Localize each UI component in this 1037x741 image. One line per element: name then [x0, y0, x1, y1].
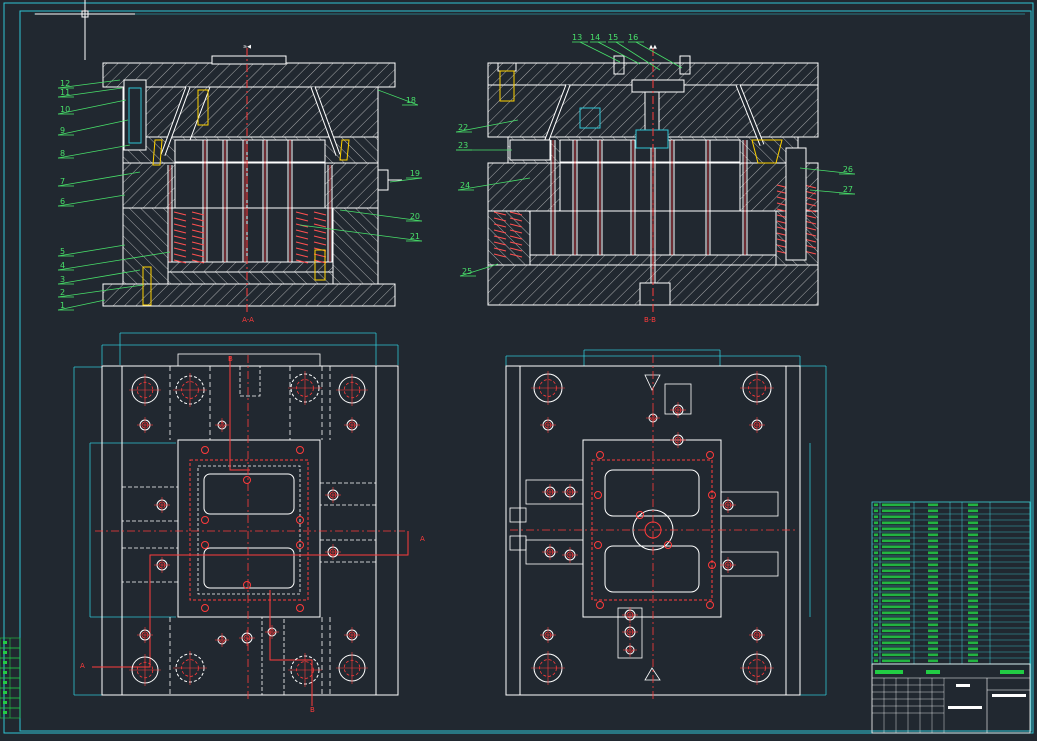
part-balloon: 9	[60, 126, 65, 135]
part-balloon: 7	[60, 177, 65, 186]
fixed-half-plan-view	[505, 349, 827, 700]
part-balloon: 13	[572, 33, 582, 42]
part-balloon: 1	[60, 301, 65, 310]
part-balloon: 26	[843, 165, 853, 174]
section-b-b-view: ▲▲ B-B	[487, 44, 819, 324]
part-balloon: 3	[60, 275, 65, 284]
part-balloon: 24	[460, 181, 470, 190]
cut-b-label-top: B	[228, 355, 233, 363]
part-balloon: 8	[60, 149, 65, 158]
part-balloon: 11	[60, 88, 70, 97]
part-balloon: 25	[462, 267, 472, 276]
section-b-label: B-B	[644, 316, 656, 324]
cut-a-label-left: A	[80, 662, 85, 670]
cad-crosshair-cursor	[35, 0, 135, 60]
section-a-label: A-A	[242, 316, 254, 324]
part-balloon: 4	[60, 261, 65, 270]
svg-text:≥◀: ≥◀	[243, 44, 251, 50]
part-balloon: 21	[410, 232, 420, 241]
part-balloon: 14	[590, 33, 600, 42]
cut-a-label-right: A	[420, 535, 425, 543]
part-balloon: 20	[410, 212, 420, 221]
part-balloon: 16	[628, 33, 638, 42]
svg-text:▲▲: ▲▲	[649, 44, 657, 50]
bill-of-materials-table	[871, 501, 1031, 734]
part-balloon: 22	[458, 123, 468, 132]
part-balloon: 6	[60, 197, 65, 206]
part-balloon: 2	[60, 288, 65, 297]
part-balloon: 10	[60, 105, 70, 114]
part-balloon: 27	[843, 185, 853, 194]
part-balloon: 18	[406, 96, 416, 105]
drawing-frame	[3, 2, 1034, 734]
part-balloon: 5	[60, 247, 65, 256]
part-balloon: 19	[410, 169, 420, 178]
part-balloon: 23	[458, 141, 468, 150]
left-side-strip	[0, 637, 21, 719]
section-a-a-view: ≥◀ A-A	[102, 44, 402, 324]
moving-half-plan-view: A A B B	[73, 332, 425, 714]
part-balloon: 12	[60, 79, 70, 88]
part-balloon: 15	[608, 33, 618, 42]
cut-b-label-bottom: B	[310, 706, 315, 714]
